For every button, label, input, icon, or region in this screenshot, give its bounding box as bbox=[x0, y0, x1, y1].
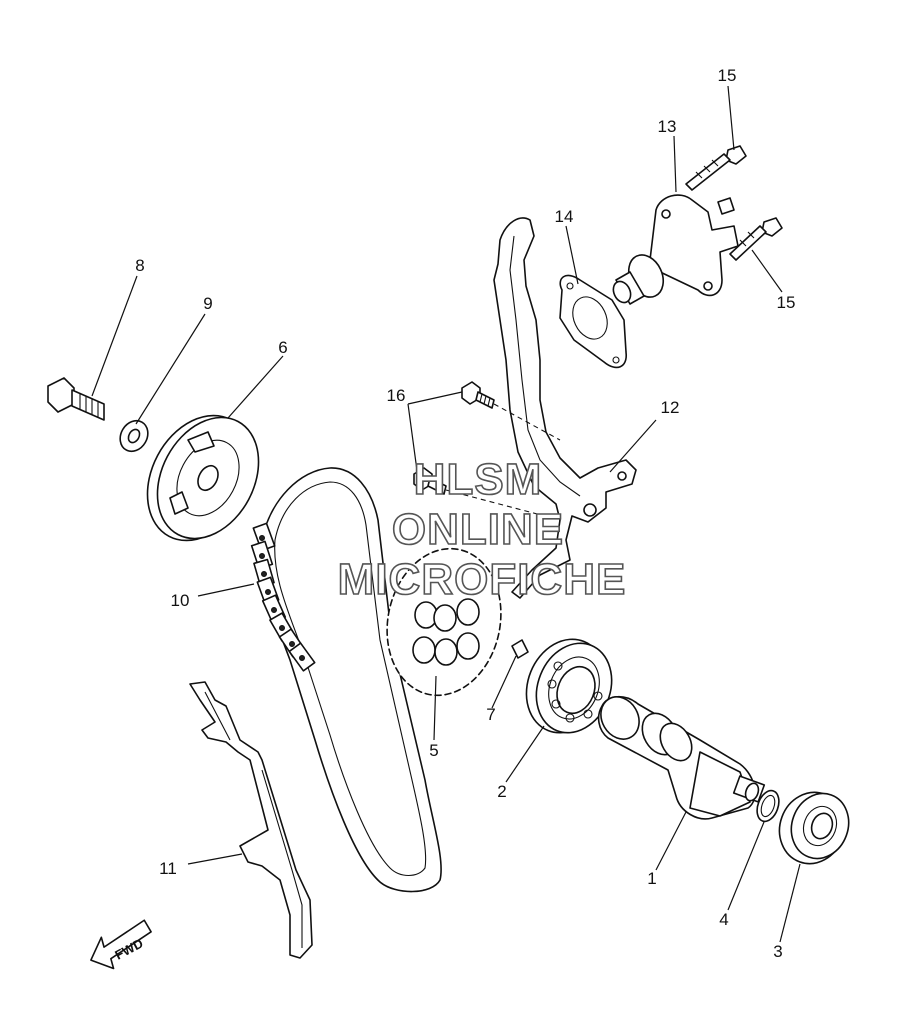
sprocket-plate bbox=[146, 414, 260, 542]
tensioner-bolt-right bbox=[729, 217, 783, 261]
bolt bbox=[47, 377, 105, 421]
watermark-line-1: HLSM bbox=[414, 455, 543, 504]
watermark-line-3: MICROFICHE bbox=[338, 555, 627, 604]
dowel-pin bbox=[511, 639, 529, 659]
chain-guide-lower bbox=[189, 681, 313, 959]
dashed-bolt-axis bbox=[445, 403, 561, 521]
washer bbox=[119, 419, 149, 453]
callout-6: 6 bbox=[278, 338, 287, 357]
bearing-small bbox=[778, 791, 850, 865]
fwd-arrow: FWD bbox=[90, 919, 152, 970]
gasket bbox=[559, 274, 627, 369]
callout-16: 16 bbox=[387, 386, 406, 405]
watermark: HLSM ONLINE MICROFICHE bbox=[337, 454, 627, 605]
cam-chain-tensioner bbox=[612, 194, 739, 305]
bolt-upper bbox=[461, 381, 495, 409]
timing-chain bbox=[250, 467, 442, 893]
callout-12: 12 bbox=[661, 398, 680, 417]
callout-10: 10 bbox=[171, 591, 190, 610]
callout-11: 11 bbox=[159, 859, 177, 878]
callout-8: 8 bbox=[135, 256, 144, 275]
callout-1: 1 bbox=[647, 869, 656, 888]
watermark-line-2: ONLINE bbox=[392, 505, 564, 554]
bearing-large bbox=[525, 638, 613, 734]
leader-lines bbox=[91, 85, 801, 943]
callout-4: 4 bbox=[719, 910, 728, 929]
callout-15-right: 15 bbox=[777, 293, 796, 312]
callouts: 1 2 3 4 5 6 7 8 9 10 11 12 13 14 15 15 1… bbox=[135, 66, 795, 961]
chain-links bbox=[250, 522, 316, 672]
callout-9: 9 bbox=[203, 294, 212, 313]
camshaft bbox=[597, 695, 766, 820]
callout-5: 5 bbox=[429, 741, 438, 760]
camshaft-sprocket bbox=[386, 547, 502, 697]
callout-7: 7 bbox=[486, 705, 495, 724]
circlip bbox=[756, 789, 780, 823]
bolt-lower bbox=[413, 467, 447, 495]
callout-2: 2 bbox=[497, 782, 506, 801]
chain-guide-upper bbox=[493, 217, 637, 599]
callout-15-top: 15 bbox=[718, 66, 737, 85]
callout-14: 14 bbox=[555, 207, 574, 226]
callout-3: 3 bbox=[773, 942, 782, 961]
tensioner-bolt-top bbox=[685, 145, 747, 191]
callout-13: 13 bbox=[658, 117, 677, 136]
